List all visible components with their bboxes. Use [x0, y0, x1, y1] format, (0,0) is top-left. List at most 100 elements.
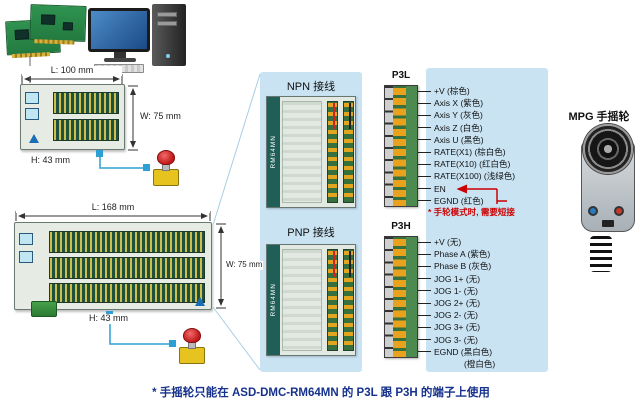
terminal-strip: [49, 257, 205, 279]
pin-row: (橙白色): [464, 358, 496, 369]
black-wire: [349, 103, 351, 129]
red-wire: [333, 251, 335, 277]
rm-module-large: [14, 222, 212, 317]
drive-bay: [157, 21, 177, 26]
module-name-strip: RM64MN: [267, 245, 280, 355]
module1-height-label: H: 43 mm: [30, 155, 72, 166]
p3h-title: P3H: [391, 221, 411, 232]
p3h-pin-list: +V (无) Phase A (紫色) Phase B (灰色) JOG 1+ …: [418, 236, 495, 370]
monitor-base: [104, 58, 136, 62]
terminal-column: [343, 101, 354, 203]
pin-row: JOG 2+ (无): [418, 297, 495, 309]
footnote-model: ASD-DMC-RM64MN: [231, 387, 339, 399]
pin-row: JOG 3+ (无): [418, 321, 495, 333]
pin-row: +V (无): [418, 236, 495, 248]
rate-selector-knob: [614, 206, 624, 216]
delta-logo: [29, 134, 39, 143]
power-led: [166, 54, 170, 58]
pin-row: Phase A (紫色): [418, 248, 495, 260]
module2-length-label: L: 168 mm: [16, 202, 210, 213]
p3l-title: P3L: [391, 70, 411, 81]
mpg-handwheel: [578, 124, 638, 284]
monitor-stand: [114, 52, 126, 58]
pin-row: +V (棕色): [418, 85, 515, 97]
pin-row: Axis Z (白色): [418, 122, 515, 134]
footnote: * 手摇轮只能在 ASD-DMC-RM64MN 的 P3L 跟 P3H 的端子上…: [0, 384, 642, 400]
estop-mushroom: [157, 150, 175, 165]
terminal-strip: [49, 283, 205, 303]
terminal-strip: [53, 92, 119, 114]
pci-card: [29, 4, 87, 42]
pin-row: JOG 1+ (无): [418, 273, 495, 285]
red-wire: [333, 103, 335, 129]
pin-row: Phase B (灰色): [418, 260, 495, 272]
pnp-wiring-label: PNP 接线: [287, 227, 335, 239]
ethernet-port-icon: [25, 92, 39, 104]
module-circuit-area: [282, 101, 322, 203]
rm-module-small: [20, 84, 125, 150]
ethernet-port-icon: [19, 251, 33, 263]
module2-height-label: H: 43 mm: [88, 313, 130, 324]
p3l-connector-graphic: [384, 85, 418, 207]
terminal-plug: [31, 301, 57, 317]
footnote-text: * 手摇轮只能在: [152, 387, 232, 399]
pin-row: EN: [418, 183, 515, 195]
module-name-label: RM64MN: [270, 135, 277, 169]
delta-logo: [195, 297, 205, 306]
npn-wiring-label: NPN 接线: [286, 81, 336, 93]
ethernet-port-icon: [19, 233, 33, 245]
estop-housing: [153, 169, 179, 186]
pin-row: JOG 3- (无): [418, 334, 495, 346]
p3l-pin-list: +V (棕色) Axis X (紫色) Axis Y (灰色) Axis Z (…: [418, 85, 515, 207]
estop-housing: [179, 347, 205, 364]
axis-selector-knob: [588, 206, 598, 216]
ethernet-port-icon: [25, 108, 39, 120]
estop-mushroom: [183, 328, 201, 343]
module1-width-label: W: 75 mm: [139, 111, 182, 122]
module-name-label: RM64MN: [270, 283, 277, 317]
pin-row: JOG 1- (无): [418, 285, 495, 297]
p3h-connector-assembly: +V (无) Phase A (紫色) Phase B (灰色) JOG 1+ …: [384, 236, 495, 370]
coiled-cable: [590, 236, 612, 272]
terminal-column: [327, 249, 338, 351]
pin-row: Axis Y (灰色): [418, 109, 515, 121]
estop-stem: [188, 342, 196, 349]
wiring-examples-panel: NPN 接线 RM64MN PNP 接线 RM64MN: [260, 72, 362, 372]
module-name-strip: RM64MN: [267, 97, 280, 207]
drive-bay: [157, 12, 177, 17]
handwheel-dial: [583, 124, 633, 174]
pc-tower: [152, 4, 186, 66]
terminal-strip: [49, 231, 205, 253]
pin-row: RATE(X10) (红白色): [418, 158, 515, 170]
estop-stem: [162, 164, 170, 171]
pin-row: EGND (红色): [418, 195, 515, 207]
emergency-stop-button: [176, 326, 208, 364]
pnp-module-graphic: RM64MN: [266, 244, 356, 356]
npn-module-graphic: RM64MN: [266, 96, 356, 208]
handwheel-mode-note: * 手轮模式时, 需要短接: [428, 207, 515, 217]
terminal-column: [343, 249, 354, 351]
chip: [40, 14, 56, 25]
monitor-screen: [91, 11, 147, 49]
pin-row: Axis U (黑色): [418, 134, 515, 146]
pin-row: JOG 2- (无): [418, 309, 495, 321]
pin-row: Axis X (紫色): [418, 97, 515, 109]
module2-width-label: W: 75 mm: [225, 260, 264, 270]
terminal-strip: [53, 119, 119, 141]
pin-row: EGND (黑白色): [418, 346, 495, 358]
terminal-column: [327, 101, 338, 203]
chip: [62, 22, 74, 31]
pin-row: RATE(X1) (棕白色): [418, 146, 515, 158]
footnote-text: 的 P3L 跟 P3H 的端子上使用: [338, 387, 490, 399]
pin-row: RATE(X100) (浅绿色): [418, 170, 515, 182]
emergency-stop-button: [150, 148, 182, 186]
mpg-label: MPG 手摇轮: [568, 111, 630, 123]
monitor: [88, 8, 150, 52]
black-wire: [349, 251, 351, 277]
module-circuit-area: [282, 249, 322, 351]
module1-length-label: L: 100 mm: [22, 65, 122, 76]
enable-switch: [602, 220, 614, 227]
p3l-connector-assembly: +V (棕色) Axis X (紫色) Axis Y (灰色) Axis Z (…: [384, 85, 515, 207]
p3h-connector-graphic: [384, 236, 418, 358]
